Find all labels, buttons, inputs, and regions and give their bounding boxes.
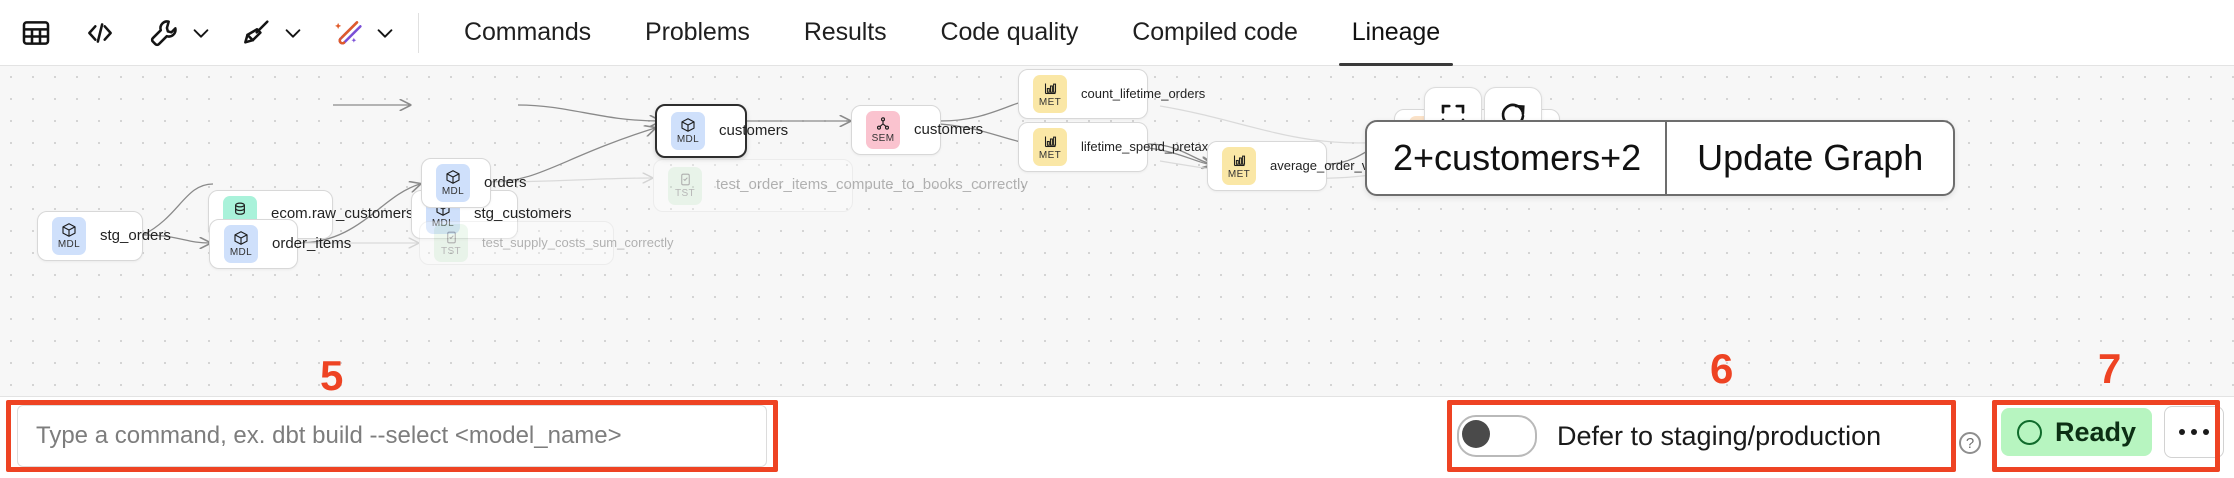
ellipsis-dot-icon [2203, 429, 2210, 435]
metric-badge-icon: MET [1033, 128, 1067, 166]
metric-badge-icon: MET [1033, 75, 1067, 113]
toolbar-divider [418, 12, 419, 53]
annotation-number-5: 5 [320, 352, 344, 399]
badge-type-label: MDL [676, 134, 700, 145]
tab-compiled-code-label: Compiled code [1132, 18, 1298, 46]
graph-selector-expression[interactable]: 2+customers+2 [1393, 137, 1642, 178]
annotation-number-7: 7 [2098, 345, 2122, 392]
badge-type-label: SEM [871, 133, 895, 144]
broom-chevron-down-icon[interactable] [278, 11, 308, 55]
tab-commands-label: Commands [464, 18, 592, 46]
lineage-node[interactable]: MDL customers [655, 104, 788, 158]
badge-type-label: MET [1038, 149, 1062, 161]
command-input[interactable] [17, 405, 767, 467]
table-icon[interactable] [14, 11, 58, 55]
metric-badge-icon: MET [1222, 147, 1256, 185]
badge-type-label: MDL [441, 186, 465, 197]
status-group: Ready [1992, 400, 2225, 472]
lineage-node[interactable]: TST test_supply_costs_sum_correctly [419, 221, 673, 265]
node-label: orders [484, 173, 527, 191]
highlight-box-command [6, 400, 778, 472]
lineage-node[interactable]: SEM customers [851, 105, 983, 155]
magic-wand-icon[interactable] [326, 11, 370, 55]
tab-lineage-label: Lineage [1351, 18, 1441, 46]
node-label: ecom.raw_customers [271, 205, 414, 223]
test-badge-icon: TST [434, 224, 468, 262]
magic-wand-chevron-down-icon[interactable] [370, 11, 400, 55]
lineage-node[interactable]: MET lifetime_spend_pretax [1018, 122, 1208, 172]
tab-results[interactable]: Results [777, 0, 914, 66]
node-label: customers [914, 120, 984, 138]
help-icon[interactable]: ? [1959, 432, 1981, 454]
tab-problems[interactable]: Problems [618, 0, 777, 66]
node-label: stg_customers [474, 205, 572, 223]
status-dot-icon [2017, 419, 2042, 445]
lineage-node[interactable]: MET average_order_value [1207, 141, 1393, 191]
tab-code-quality-label: Code quality [940, 18, 1079, 46]
badge-type-label: MDL [431, 217, 455, 229]
model-badge-icon: MDL [224, 225, 258, 263]
node-label: count_lifetime_orders [1081, 85, 1206, 101]
wrench-icon[interactable] [142, 11, 186, 55]
semantic-badge-icon: SEM [866, 111, 900, 149]
defer-toggle[interactable] [1457, 415, 1537, 457]
command-input-group [6, 400, 778, 472]
badge-type-label: MET [1038, 96, 1062, 108]
top-toolbar: Commands Problems Results Code quality C… [0, 0, 2234, 66]
node-label: stg_orders [100, 226, 171, 244]
status-control: Ready [2001, 406, 2225, 458]
ellipsis-dot-icon [2191, 429, 2198, 435]
badge-type-label: MET [1227, 168, 1251, 180]
node-label: average_order_value [1270, 157, 1393, 173]
node-label: order_items [272, 234, 352, 252]
status-badge[interactable]: Ready [2001, 408, 2153, 456]
tab-compiled-code[interactable]: Compiled code [1105, 0, 1324, 66]
node-label: lifetime_spend_pretax [1081, 138, 1209, 154]
toggle-knob [1462, 420, 1490, 448]
defer-label: Defer to staging/production [1557, 420, 1882, 451]
broom-icon[interactable] [234, 11, 278, 55]
update-graph-bar: 2+customers+2 Update Graph [1365, 120, 1956, 196]
tab-code-quality[interactable]: Code quality [914, 0, 1106, 66]
more-options-button[interactable] [2164, 406, 2225, 458]
tab-lineage[interactable]: Lineage [1325, 0, 1467, 66]
tab-problems-label: Problems [645, 18, 750, 46]
editor-icon-group [0, 0, 437, 66]
test-badge-icon: TST [668, 166, 702, 205]
annotation-number-6: 6 [1710, 345, 1734, 392]
lineage-node[interactable]: TST test_order_items_compute_to_books_co… [653, 159, 1028, 212]
model-badge-icon: MDL [671, 112, 705, 150]
lineage-canvas[interactable]: SRC ecom.raw_customers MDL stg_customers… [0, 66, 2234, 396]
node-label: test_order_items_compute_to_books_correc… [716, 176, 1028, 194]
badge-type-label: TST [674, 188, 696, 199]
update-bar-divider [1665, 122, 1668, 194]
tab-commands[interactable]: Commands [437, 0, 618, 66]
update-graph-button[interactable]: Update Graph [1697, 137, 1924, 178]
badge-type-label: MDL [57, 239, 81, 250]
panel-tabs: Commands Problems Results Code quality C… [437, 0, 1467, 66]
wrench-chevron-down-icon[interactable] [186, 11, 216, 55]
defer-control: Defer to staging/production [1457, 405, 1946, 467]
highlight-box-status [1992, 400, 2220, 472]
defer-group: Defer to staging/production [1447, 400, 1956, 472]
lineage-node[interactable]: MDL stg_orders [37, 211, 171, 261]
lineage-node[interactable]: MDL orders [421, 158, 527, 208]
badge-type-label: TST [440, 245, 462, 257]
badge-type-label: MDL [229, 247, 253, 258]
ellipsis-dot-icon [2179, 429, 2186, 435]
lineage-node[interactable]: MDL order_items [209, 219, 351, 269]
highlight-box-defer [1447, 400, 1956, 472]
tab-results-label: Results [803, 18, 887, 46]
node-label: customers [719, 121, 789, 139]
node-label: test_supply_costs_sum_correctly [482, 234, 674, 250]
code-icon[interactable] [78, 11, 122, 55]
model-badge-icon: MDL [52, 217, 86, 255]
model-badge-icon: MDL [436, 164, 470, 202]
status-label: Ready [2055, 416, 2137, 447]
lineage-node[interactable]: MET count_lifetime_orders [1018, 69, 1205, 119]
